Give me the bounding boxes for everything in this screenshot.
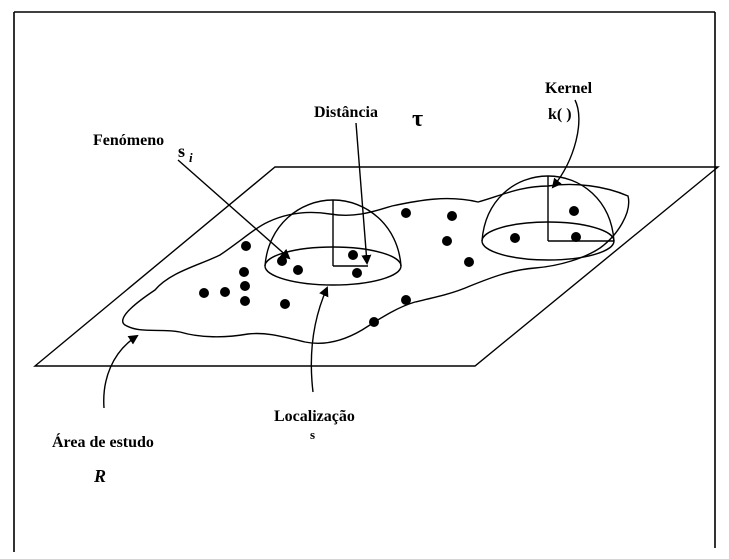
event-point — [369, 317, 379, 327]
region-symbol: R — [93, 466, 106, 486]
distancia-label: Distância — [314, 104, 378, 121]
event-point — [293, 265, 303, 275]
fenomeno-pointer-arrow — [177, 159, 291, 260]
kernel-pointer-arrow — [551, 99, 580, 189]
event-point — [239, 267, 249, 277]
event-point — [464, 257, 474, 267]
fenomeno-subscript: i — [189, 150, 193, 165]
event-point — [280, 299, 290, 309]
event-point — [348, 250, 358, 260]
tau-symbol: τ — [412, 106, 423, 132]
event-point — [240, 296, 250, 306]
kernel-dome-central — [264, 199, 402, 286]
event-point — [241, 241, 251, 251]
distancia-pointer-arrow — [355, 122, 372, 265]
event-point — [220, 287, 230, 297]
study-area-outline — [122, 183, 630, 344]
kernel-label: Kernel — [545, 80, 593, 97]
event-point — [401, 295, 411, 305]
fenomeno-label: Fenómeno — [93, 132, 164, 149]
event-point — [569, 206, 579, 216]
fenomeno-symbol: s — [178, 141, 185, 161]
event-point — [442, 236, 452, 246]
event-point — [510, 233, 520, 243]
localizacao-symbol: s — [310, 427, 315, 442]
event-point — [277, 256, 287, 266]
event-point — [447, 211, 457, 221]
event-point — [401, 208, 411, 218]
area-estudo-pointer-arrow — [103, 334, 139, 409]
event-point — [199, 288, 209, 298]
event-point — [240, 281, 250, 291]
localizacao-pointer-arrow — [310, 286, 329, 393]
event-point — [352, 268, 362, 278]
area-estudo-label: Área de estudo — [52, 432, 154, 451]
study-plane — [33, 166, 720, 367]
kernel-symbol: k( ) — [548, 106, 572, 123]
event-points — [199, 206, 581, 327]
localizacao-label: Localização — [274, 408, 355, 425]
kernel-dome-right — [481, 175, 615, 261]
event-point — [571, 232, 581, 242]
